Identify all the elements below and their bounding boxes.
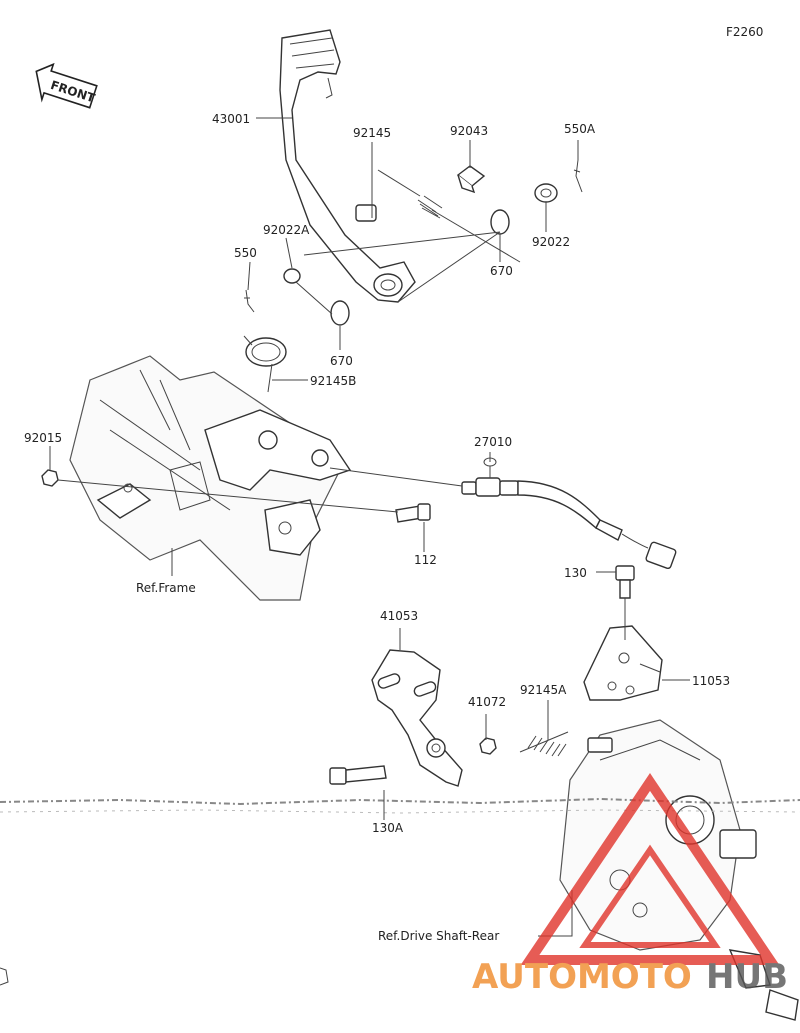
ref-drive-shaft-label: Ref.Drive Shaft-Rear (378, 929, 499, 943)
label-41072: 41072 (468, 695, 506, 709)
washer-92022 (534, 183, 558, 203)
o-ring-670-lower (330, 300, 350, 326)
lever-41053 (371, 649, 463, 787)
return-spring-92145b (243, 335, 287, 393)
spring-92145a (519, 731, 569, 757)
ref-frame-label: Ref.Frame (136, 581, 196, 595)
cotter-pin-550 (244, 289, 255, 313)
cotter-pin-550a (573, 159, 583, 193)
o-ring-670-upper (490, 209, 510, 235)
label-92043: 92043 (450, 124, 488, 138)
label-92145a: 92145A (520, 683, 567, 697)
label-92015: 92015 (24, 431, 62, 445)
label-27010: 27010 (474, 435, 512, 449)
label-43001: 43001 (212, 112, 250, 126)
label-92145b: 92145B (310, 374, 356, 388)
label-670-upper: 670 (490, 264, 513, 278)
brake-switch-27010 (461, 457, 677, 570)
label-130a: 130A (372, 821, 404, 835)
bolt-130a (329, 765, 387, 785)
label-130: 130 (564, 566, 587, 580)
pin-92043 (456, 165, 486, 194)
bracket-11053 (583, 625, 663, 701)
nut-41072 (479, 737, 497, 755)
spring-92145 (417, 195, 443, 219)
label-550a: 550A (564, 122, 596, 136)
bolt-112 (395, 503, 431, 523)
label-11053: 11053 (692, 674, 730, 688)
edge-fragment (0, 967, 9, 986)
label-92145: 92145 (353, 126, 391, 140)
brake-pedal (279, 29, 416, 303)
label-92022a: 92022A (263, 223, 310, 237)
watermark-logo: AUTOMOTO HUB (472, 773, 788, 997)
separator-line (0, 797, 800, 806)
nut-92015 (41, 469, 59, 487)
watermark-text-left: AUTOMOTO (472, 957, 692, 997)
front-arrow-icon: FRONT (35, 62, 98, 109)
washer-92022a (283, 268, 301, 284)
bolt-130 (615, 565, 635, 599)
label-92022: 92022 (532, 235, 570, 249)
label-550: 550 (234, 246, 257, 260)
figure-code: F2260 (726, 25, 763, 39)
watermark-text-right: HUB (706, 957, 788, 997)
frame-section (69, 355, 352, 601)
label-41053: 41053 (380, 609, 418, 623)
label-112: 112 (414, 553, 437, 567)
label-670-lower: 670 (330, 354, 353, 368)
